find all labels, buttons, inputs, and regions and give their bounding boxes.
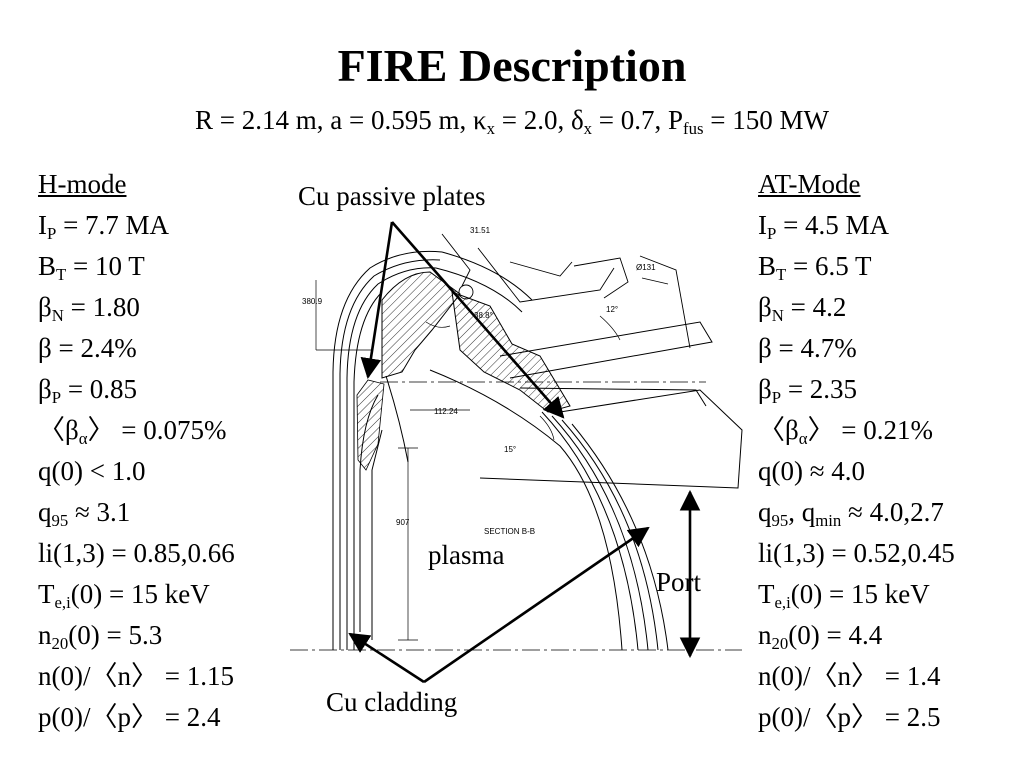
atmode-row: q(0) ≈ 4.0 [758,456,866,486]
subtitle-text-1: R = 2.14 m, a = 0.595 m, κ [195,105,487,135]
callout-arrows [348,221,701,684]
drawing-section-label: SECTION B-B [484,527,535,536]
drawing-dim-3: 380.9 [302,297,323,306]
atmode-row: q95, qmin ≈ 4.0,2.7 [758,497,944,531]
atmode-parameter-list: AT-Mode IP = 4.5 MA BT = 6.5 T βN = 4.2 … [758,164,955,738]
subtitle-text-3: = 0.7, P [592,105,684,135]
hmode-row: Te,i(0) = 15 keV [38,579,210,613]
atmode-row: li(1,3) = 0.52,0.45 [758,538,955,568]
atmode-row: p(0)/〈p〉 = 2.5 [758,702,941,732]
hmode-row: IP = 7.7 MA [38,210,170,244]
hmode-row: p(0)/〈p〉 = 2.4 [38,702,221,732]
subtitle-text-4: = 150 MW [703,105,829,135]
dimension-lines [315,277,669,641]
drawing-dim-2: Ø131 [636,263,656,272]
drawing-dim-4: 38.8° [474,311,493,320]
passive-plate-arrow-left [360,221,394,380]
top-hardware [441,233,691,349]
hmode-row: li(1,3) = 0.85,0.66 [38,538,235,568]
slide-title: FIRE Description [337,40,687,91]
atmode-row: Te,i(0) = 15 keV [758,579,930,613]
drawing-dim-7: 15° [504,445,516,454]
upper-plate-hatched [381,271,461,379]
plasma-label: plasma [428,540,505,570]
hmode-row: n(0)/〈n〉 = 1.15 [38,661,234,691]
subtitle-sub-3: fus [683,119,704,139]
passive-plate-arrow-right [391,221,565,419]
port-duct [479,321,743,489]
cu-passive-plates-label: Cu passive plates [298,181,486,211]
atmode-row: n20(0) = 4.4 [758,620,883,654]
hmode-row: n20(0) = 5.3 [38,620,163,654]
subtitle-text-2: = 2.0, δ [494,105,584,135]
inner-plate-hatched [356,379,385,471]
hmode-heading: H-mode [38,169,127,199]
hmode-row: βP = 0.85 [38,374,138,408]
atmode-row: 〈βα〉 = 0.21% [758,415,933,449]
port-label: Port [656,567,702,597]
atmode-row: n(0)/〈n〉 = 1.4 [758,661,941,691]
hmode-parameter-list: H-mode IP = 7.7 MA BT = 10 T βN = 1.80 β… [38,164,235,738]
drawing-dim-8: 907 [396,518,410,527]
hmode-row: 〈βα〉 = 0.075% [38,415,227,449]
hmode-row: q95 ≈ 3.1 [38,497,131,531]
cu-cladding-label: Cu cladding [326,687,458,717]
drawing-dim-6: 112.24 [434,407,458,416]
hmode-row: β = 2.4% [38,333,137,363]
machine-parameters: R = 2.14 m, a = 0.595 m, κx = 2.0, δx = … [0,102,1024,138]
subtitle-sub-1: x [486,119,495,139]
atmode-row: βN = 4.2 [758,292,847,326]
drawing-dim-5: 12° [606,305,618,314]
cladding-arrow-left [348,632,425,684]
hmode-row: βN = 1.80 [38,292,140,326]
hmode-row: BT = 10 T [38,251,145,285]
atmode-row: β = 4.7% [758,333,857,363]
atmode-heading: AT-Mode [758,169,861,199]
atmode-row: BT = 6.5 T [758,251,872,285]
cladding-arrow-right [423,526,650,684]
drawing-dim-1: 31.51 [470,226,491,235]
hmode-row: q(0) < 1.0 [38,456,146,486]
atmode-row: βP = 2.35 [758,374,858,408]
atmode-row: IP = 4.5 MA [758,210,890,244]
outboard-walls [385,369,669,651]
subtitle-sub-2: x [583,119,593,139]
